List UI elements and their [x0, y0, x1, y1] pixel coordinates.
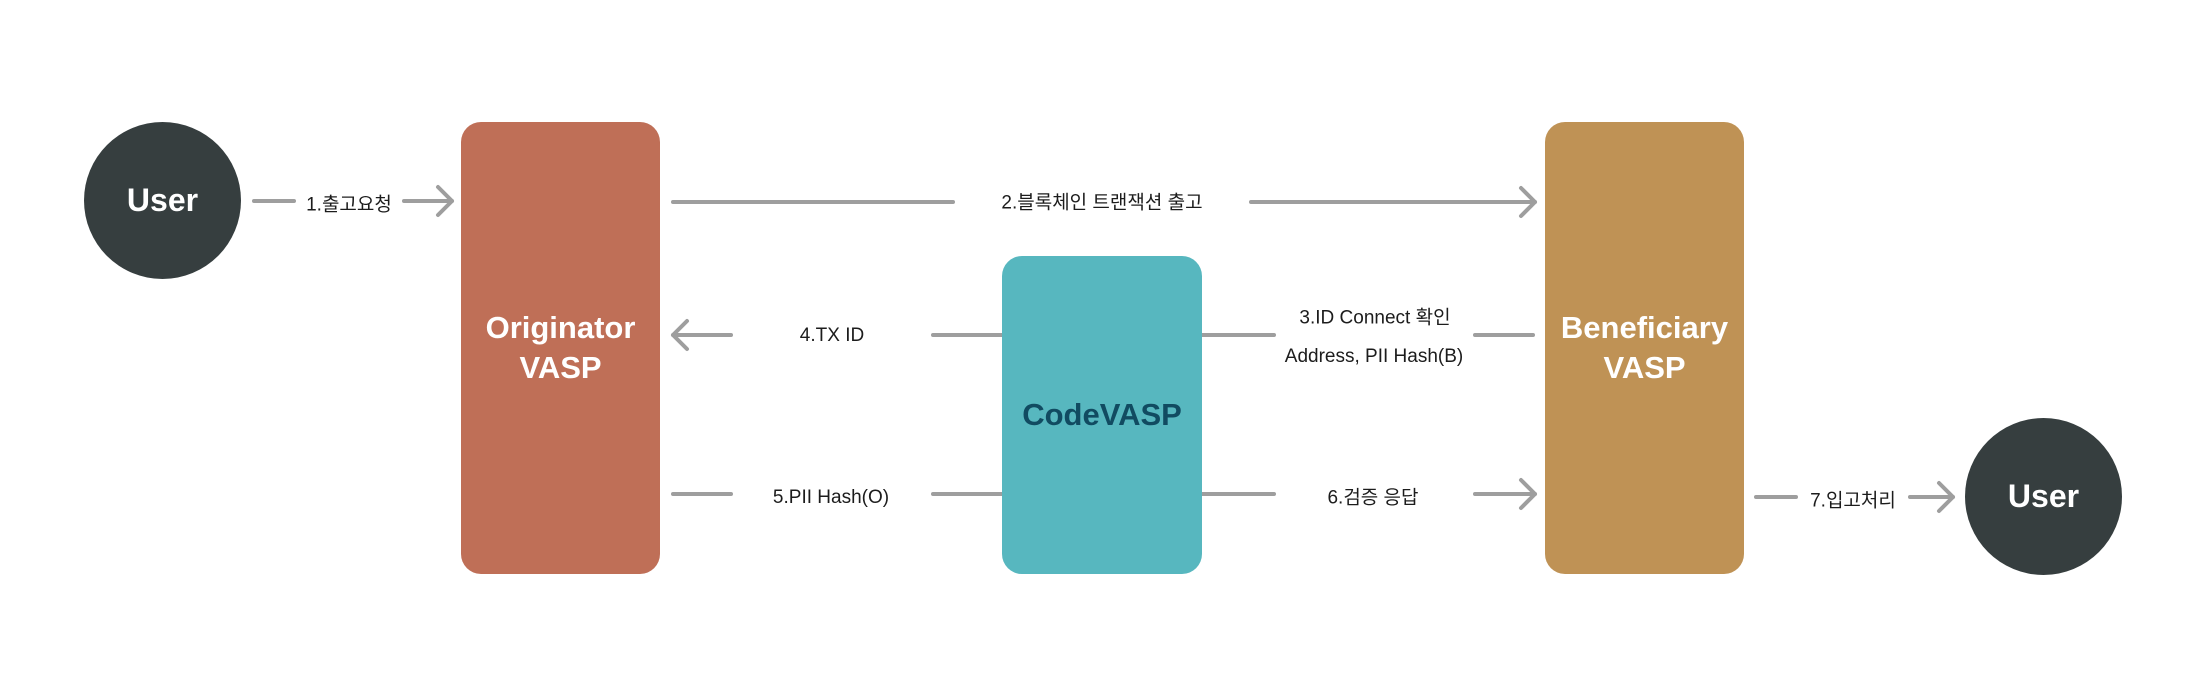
edge-label-step1: 1.출고요청 [306, 194, 392, 216]
edge-label-step6: 6.검증 응답 [1327, 487, 1419, 509]
edge-step6-arrowhead [1519, 478, 1537, 510]
user-left-node: User [84, 122, 241, 279]
codevasp-label: CodeVASP [1022, 397, 1182, 432]
edge-label-step7: 7.입고처리 [1810, 490, 1896, 512]
originator-label-line1: Originator [485, 310, 636, 345]
edge-step4-arrowhead [671, 319, 689, 351]
codevasp-node: CodeVASP [1002, 256, 1202, 574]
edge-step2-arrowhead [1519, 186, 1537, 218]
beneficiary-label-line2: VASP [1603, 350, 1686, 385]
edge-label-step4: 4.TX ID [799, 325, 865, 346]
edge-step7-arrowhead [1937, 481, 1955, 513]
beneficiary-vasp-node: Beneficiary VASP [1545, 122, 1744, 574]
originator-vasp-node: Originator VASP [461, 122, 660, 574]
edge-label-step5: 5.PII Hash(O) [772, 487, 890, 508]
edge-step1-arrowhead [436, 185, 454, 217]
user-right-label: User [2007, 478, 2080, 514]
user-right-node: User [1965, 418, 2122, 575]
beneficiary-label-line1: Beneficiary [1560, 310, 1729, 345]
edge-label-step3-line1: 3.ID Connect 확인 [1299, 307, 1451, 329]
originator-label-line2: VASP [519, 350, 602, 385]
edge-label-step2: 2.블록체인 트랜잭션 출고 [1001, 192, 1203, 214]
edge-label-step3-line2: Address, PII Hash(B) [1284, 346, 1464, 367]
user-left-label: User [126, 182, 199, 218]
